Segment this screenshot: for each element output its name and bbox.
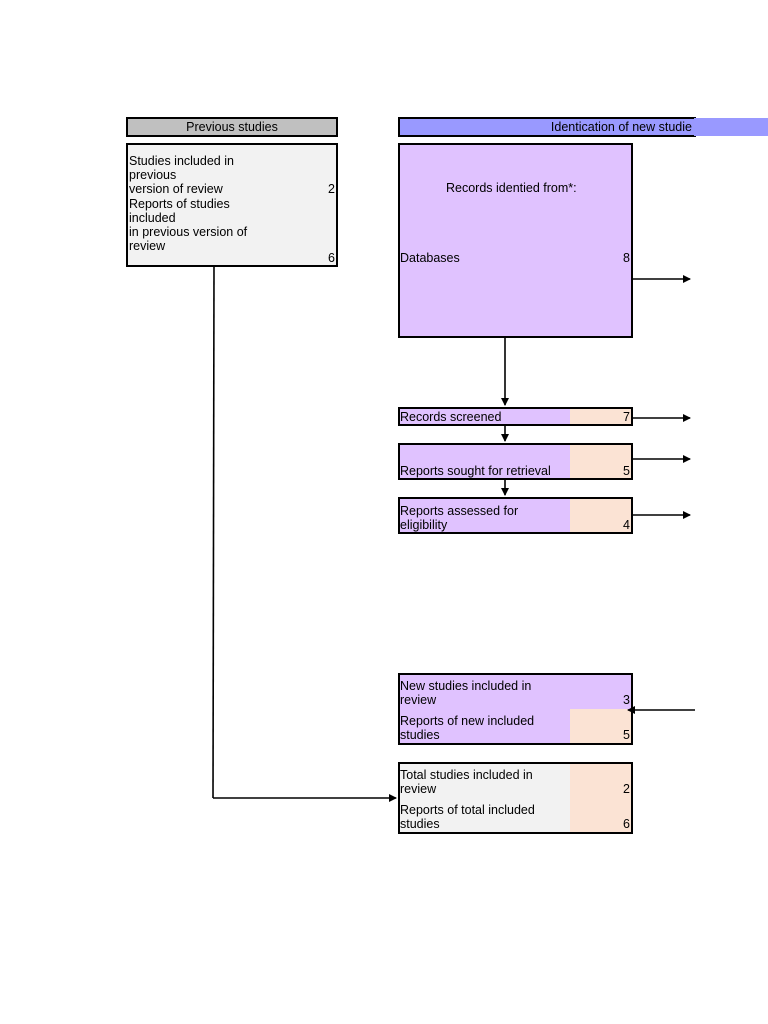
identification-header-label: Identication of new studie [550, 120, 692, 134]
previous-to-total-line [212, 266, 215, 799]
databases-label: Databases [400, 251, 460, 265]
reports-assessed-label: Reports assessed for eligibility [400, 504, 519, 532]
previous-studies-label: Studies included in previous version of … [129, 154, 234, 196]
total-studies-included-box: Total studies included in review 2 Repor… [398, 762, 633, 834]
new-reports-label: Reports of new included studies [400, 714, 535, 742]
reports-sought-value: 5 [623, 464, 630, 478]
previous-studies-header-label: Previous studies [186, 120, 278, 134]
identification-header-extension [694, 118, 768, 136]
records-screened-value-cell [570, 409, 631, 424]
identification-header: Identication of new studie [398, 117, 696, 137]
records-screened-box: Records screened 7 [398, 407, 633, 426]
records-screened-label: Records screened [400, 410, 502, 424]
new-studies-label: New studies included in review [400, 679, 532, 707]
reports-sought-box: Reports sought for retrieval 5 [398, 443, 633, 480]
total-studies-label: Total studies included in review [400, 768, 533, 796]
reports-assessed-box: Reports assessed for eligibility 4 [398, 497, 633, 534]
previous-reports-value: 6 [328, 251, 335, 265]
databases-value: 8 [623, 251, 630, 265]
records-screened-value: 7 [623, 410, 630, 424]
reports-sought-value-cell [570, 445, 631, 478]
total-studies-value: 2 [623, 782, 630, 796]
previous-studies-box: Studies included in previous version of … [126, 143, 338, 267]
previous-studies-value: 2 [328, 182, 335, 196]
new-studies-value: 3 [623, 693, 630, 707]
reports-assessed-value-cell [570, 499, 631, 532]
total-reports-value: 6 [623, 817, 630, 831]
previous-reports-label: Reports of studies included in previous … [129, 197, 248, 253]
reports-sought-label: Reports sought for retrieval [400, 464, 551, 478]
records-identified-box: Records identied from*: Databases 8 [398, 143, 633, 338]
total-values-cell [570, 764, 631, 832]
new-studies-included-box: New studies included in review 3 Reports… [398, 673, 633, 745]
new-reports-value-cell [570, 709, 631, 743]
new-reports-value: 5 [623, 728, 630, 742]
reports-assessed-value: 4 [623, 518, 630, 532]
previous-studies-header: Previous studies [126, 117, 338, 137]
total-reports-label: Reports of total included studies [400, 803, 535, 831]
records-identified-title: Records identied from*: [446, 181, 577, 195]
